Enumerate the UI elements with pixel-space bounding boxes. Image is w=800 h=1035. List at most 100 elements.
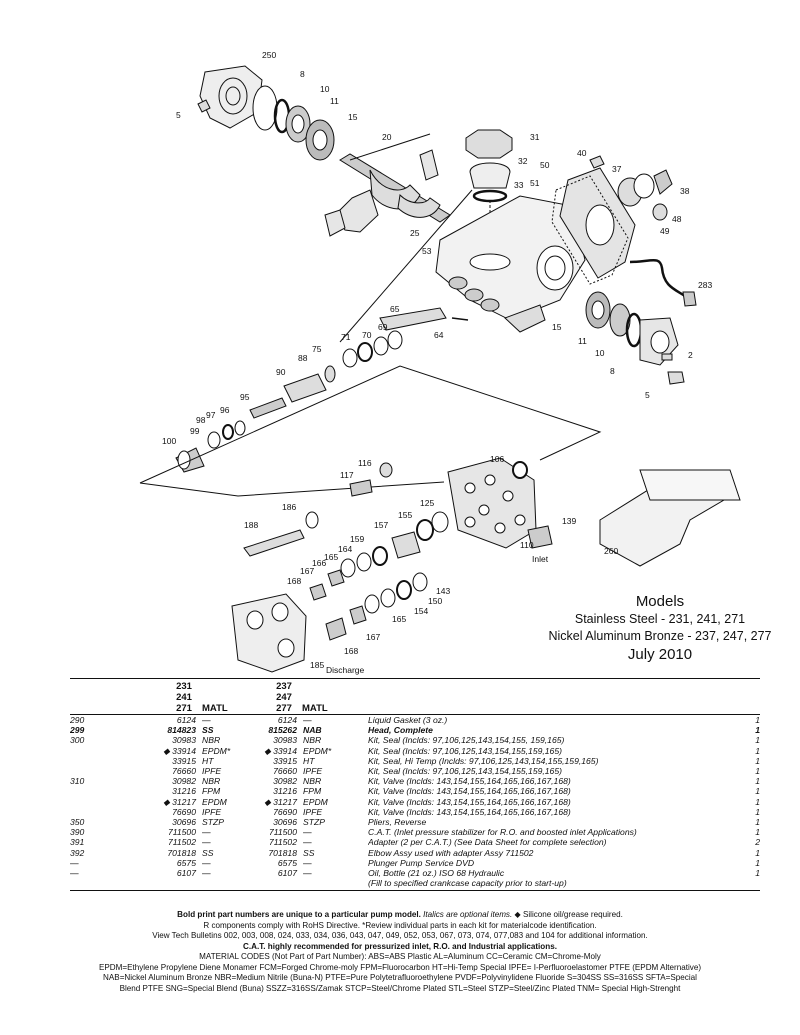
callout-label: 167 [366,632,380,642]
description-cell: Kit, Valve (Inclds: 143,154,155,164,165,… [368,796,571,807]
material-cell-2: EPDM* [303,745,332,756]
callout-label: 165 [324,552,338,562]
description-cell: Kit, Seal, Hi Temp (Inclds: 97,106,125,1… [368,755,599,766]
part-number-cell-2: 76690 [273,806,297,817]
callout-label: 166 [312,558,326,568]
callout-label: 10 [320,84,330,94]
material-cell-1: IPFE [202,766,222,777]
description-cell: Kit, Valve (Inclds: 143,154,155,164,165,… [368,776,571,787]
callout-label: 164 [338,544,352,554]
callout-label: 31 [530,132,540,142]
material-cell-2: NAB [303,725,322,736]
model-number: 247 [276,692,292,703]
description-cell: Oil, Bottle (21 oz.) ISO 68 Hydraulic [368,868,505,879]
callout-label: 37 [612,164,622,174]
callout-label: 167 [300,566,314,576]
callout-label: 11 [578,336,587,346]
ref-cell [70,878,125,888]
description-cell: Plunger Pump Service DVD [368,857,475,868]
model-group-2: 237 247 277 [264,681,304,714]
callout-label: 110 [520,540,534,550]
part-number-cell-2: ◆ 33914 [264,745,297,756]
part-number-cell-1: 76660 [172,766,196,777]
material-codes-line: EPDM=Ethylene Propylene Diene Monamer FC… [98,962,702,972]
callout-label: 283 [698,280,712,290]
part-number-cell-1: 30983 [172,735,196,746]
model-number: 241 [176,692,192,703]
ref-cell [70,746,125,756]
material-cell-2: SS [303,847,315,858]
qty-cell: 1 [755,786,760,797]
qty-cell: 1 [755,745,760,756]
qty-cell: 1 [755,725,760,736]
material-cell-2: HT [303,755,315,766]
ref-cell: 290 [70,715,85,725]
part-number-cell-1: 711502 [167,837,196,848]
header-rule [70,714,760,715]
description-cell: Head, Complete [368,725,433,736]
bottom-rule [70,890,760,891]
part-number-cell-2: 701818 [268,847,297,858]
material-cell-1: SS [202,847,214,858]
callout-label: 106 [490,454,504,464]
part-number-cell-1: 33915 [172,755,196,766]
ref-cell [70,756,125,766]
qty-cell: 2 [755,837,760,848]
cat-note: C.A.T. highly recommended for pressurize… [243,941,557,951]
model-number: 277 [276,703,292,714]
ref-cell [70,807,125,817]
callout-label: 96 [220,405,230,415]
material-cell-1: HT [202,755,214,766]
part-number-cell-1: 30982 [172,776,196,787]
models-title: Models [635,593,685,610]
material-cell-2: NBR [303,735,322,746]
ref-cell [70,797,125,807]
callout-label: 15 [348,112,358,122]
part-number-cell-2: 31216 [273,786,297,797]
callout-label: 8 [610,366,615,376]
table-row: —6107—6107—Oil, Bottle (21 oz.) ISO 68 H… [70,868,760,878]
material-codes-line: NAB=Nickel Aluminum Bronze NBR=Medium Ni… [103,973,697,982]
qty-cell: 1 [755,817,760,828]
description-cell: Kit, Valve (Inclds: 143,154,155,164,165,… [368,806,571,817]
part-number-cell-1 [125,878,202,888]
bold-note: Bold print part numbers are unique to a … [177,910,421,919]
table-row: (Fill to specified crankcase capacity pr… [70,878,760,888]
callout-label: 260 [604,546,618,556]
matl-header-1: MATL [202,703,228,714]
callout-label: 165 [392,614,406,624]
callout-label: 188 [244,520,258,530]
crankcase-part [435,195,586,333]
description-cell: Adapter (2 per C.A.T.) (See Data Sheet f… [368,837,607,848]
part-number-cell-2: 30696 [273,817,297,828]
qty-cell: 1 [755,776,760,787]
callout-label: 157 [374,520,388,530]
legend-line: Bold print part numbers are unique to a … [0,910,800,921]
callout-label: 168 [344,646,358,656]
description-cell: Kit, Seal (Inclds: 97,106,125,143,154,15… [368,735,565,746]
callout-label: 70 [362,330,372,340]
ref-cell: 390 [70,827,85,838]
callout-label: 88 [298,353,308,363]
callout-label: 50 [540,160,550,170]
part-number-cell-2: 6107 [277,868,297,879]
notes-block: Bold print part numbers are unique to a … [0,910,800,994]
ref-cell [70,786,125,796]
callout-label: 11 [330,96,339,106]
qty-cell: 1 [755,827,760,838]
model-group-1: 231 241 271 [164,681,204,714]
callout-label: 186 [282,502,296,512]
callout-label: 8 [300,69,305,79]
description-cell: Kit, Seal (Inclds: 97,106,125,143,154,15… [368,745,562,756]
callout-label: 98 [196,415,206,425]
callout-label: 150 [428,596,442,606]
material-codes-line: Blend PTFE SNG=Special Blend (Buna) SSZZ… [119,983,681,993]
callout-label: 15 [552,322,562,332]
